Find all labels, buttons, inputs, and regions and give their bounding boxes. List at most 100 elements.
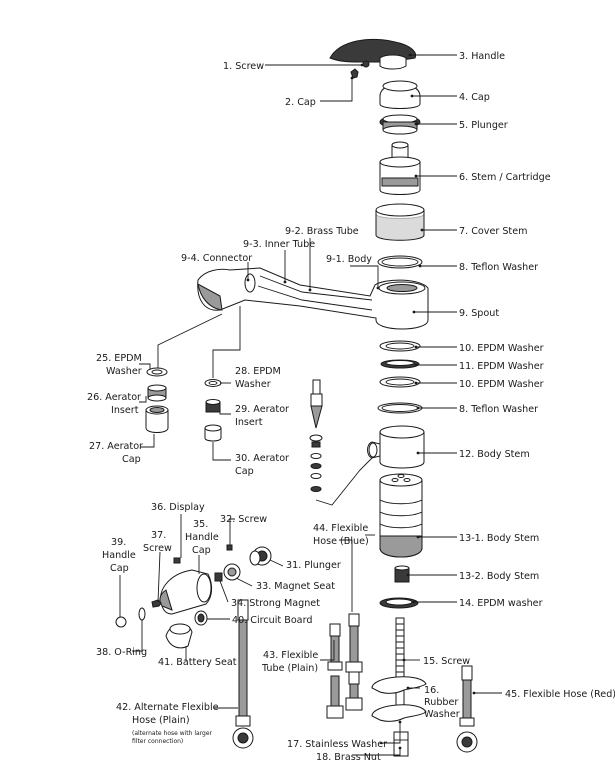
magnet-seat-33: [223, 563, 241, 581]
circuit-board-40: [194, 610, 208, 626]
label-35c: Cap: [192, 545, 211, 556]
label-30b: Cap: [235, 466, 254, 477]
brass-nut-18: [393, 731, 409, 757]
label-27b: Cap: [122, 454, 141, 465]
label-11: 11. EPDM Washer: [459, 361, 544, 372]
screw-part: [362, 60, 370, 68]
epdm-washer-14: [379, 597, 419, 609]
body-stem-12: [367, 425, 425, 469]
label-37b: Screw: [143, 543, 172, 554]
label-37a: 37.: [151, 530, 166, 541]
hose-44: [345, 613, 363, 711]
label-36: 36. Display: [151, 502, 205, 513]
label-2: 2. Cap: [285, 97, 316, 108]
label-40: 40. Circuit Board: [232, 615, 312, 626]
epdm-washer-25: [146, 367, 168, 377]
label-3: 3. Handle: [459, 51, 505, 62]
cartridge-part: [379, 141, 421, 195]
aerator-cap-27: [145, 405, 169, 433]
screw-37: [151, 599, 162, 608]
hose-45: [456, 665, 478, 753]
label-7: 7. Cover Stem: [459, 226, 527, 237]
label-28b: Washer: [235, 379, 271, 390]
rubber-washer-16: [371, 676, 427, 694]
hose-43: [326, 623, 344, 719]
label-9-4: 9-4. Connector: [181, 253, 252, 264]
label-18: 18. Brass Nut: [316, 752, 381, 763]
label-33: 33. Magnet Seat: [256, 581, 335, 592]
battery-seat-41: [165, 623, 193, 649]
screw-rod-15: [395, 617, 405, 719]
label-9-1: 9-1. Body: [326, 254, 372, 265]
epdm-washer-28: [204, 379, 222, 387]
label-35b: Handle: [185, 532, 219, 543]
label-27a: 27. Aerator: [89, 441, 143, 452]
label-26a: 26. Aerator: [87, 392, 141, 403]
label-44a: 44. Flexible: [313, 523, 368, 534]
handle-cap-39: [115, 616, 127, 628]
screw-32: [226, 544, 233, 551]
display-36: [173, 557, 181, 564]
body-stem-13-1: [379, 473, 423, 558]
label-10a: 10. EPDM Washer: [459, 343, 544, 354]
stainless-washer-17: [371, 704, 427, 722]
label-12: 12. Body Stem: [459, 449, 530, 460]
label-39b: Handle: [102, 550, 136, 561]
hose-42: [232, 599, 254, 749]
label-5: 5. Plunger: [459, 120, 508, 131]
label-15: 15. Screw: [423, 656, 470, 667]
label-42b: Hose (Plain): [132, 715, 190, 726]
label-44b: Hose (Blue): [313, 536, 369, 547]
label-13-1: 13-1. Body Stem: [459, 533, 539, 544]
label-8a: 8. Teflon Washer: [459, 262, 538, 273]
label-8b: 8. Teflon Washer: [459, 404, 538, 415]
o-ring-38: [138, 607, 146, 621]
cover-stem-part: [375, 203, 425, 241]
label-42c: (alternate hose with larger: [132, 730, 213, 737]
label-38: 38. O-Ring: [96, 647, 147, 658]
spout-part: [197, 267, 429, 330]
strong-magnet-34: [214, 572, 223, 582]
label-10b: 10. EPDM Washer: [459, 379, 544, 390]
wand-pieces: [309, 379, 323, 492]
label-1: 1. Screw: [223, 61, 264, 72]
handle-part: [329, 38, 417, 70]
callout-labels: 1. Screw 2. Cap 3. Handle 4. Cap 5. Plun…: [87, 51, 615, 763]
label-17: 17. Stainless Washer: [287, 739, 387, 750]
plunger-31: [249, 546, 272, 566]
label-25b: Washer: [106, 366, 142, 377]
aerator-insert-29: [205, 399, 221, 413]
label-30a: 30. Aerator: [235, 453, 289, 464]
cap-part: [379, 80, 421, 109]
wand-tip: [310, 379, 323, 429]
label-16b: Rubber: [424, 697, 458, 708]
label-31: 31. Plunger: [286, 560, 341, 571]
plunger-part: [379, 114, 421, 135]
label-9-3: 9-3. Inner Tube: [243, 239, 315, 250]
label-41: 41. Battery Seat: [158, 657, 237, 668]
label-4: 4. Cap: [459, 92, 490, 103]
leader-lines: [119, 53, 502, 756]
label-43b: Tube (Plain): [261, 663, 318, 674]
body-stem-13-2: [394, 565, 410, 583]
label-6: 6. Stem / Cartridge: [459, 172, 551, 183]
label-25a: 25. EPDM: [96, 353, 142, 364]
label-42d: filter connection): [132, 738, 183, 745]
label-9-2: 9-2. Brass Tube: [285, 226, 359, 237]
label-43a: 43. Flexible: [263, 650, 318, 661]
aerator-insert-26: [147, 384, 167, 402]
label-39c: Cap: [110, 563, 129, 574]
label-26b: Insert: [111, 405, 139, 416]
label-35a: 35.: [193, 519, 208, 530]
label-34: 34. Strong Magnet: [231, 598, 320, 609]
label-16a: 16.: [424, 685, 439, 696]
label-39a: 39.: [111, 537, 126, 548]
label-28a: 28. EPDM: [235, 366, 281, 377]
label-29a: 29. Aerator: [235, 404, 289, 415]
label-45: 45. Flexible Hose (Red): [505, 689, 615, 700]
aerator-cap-30: [204, 424, 222, 442]
main-stack: [197, 38, 429, 757]
sensor-handle-group: [115, 544, 272, 649]
label-13-2: 13-2. Body Stem: [459, 571, 539, 582]
